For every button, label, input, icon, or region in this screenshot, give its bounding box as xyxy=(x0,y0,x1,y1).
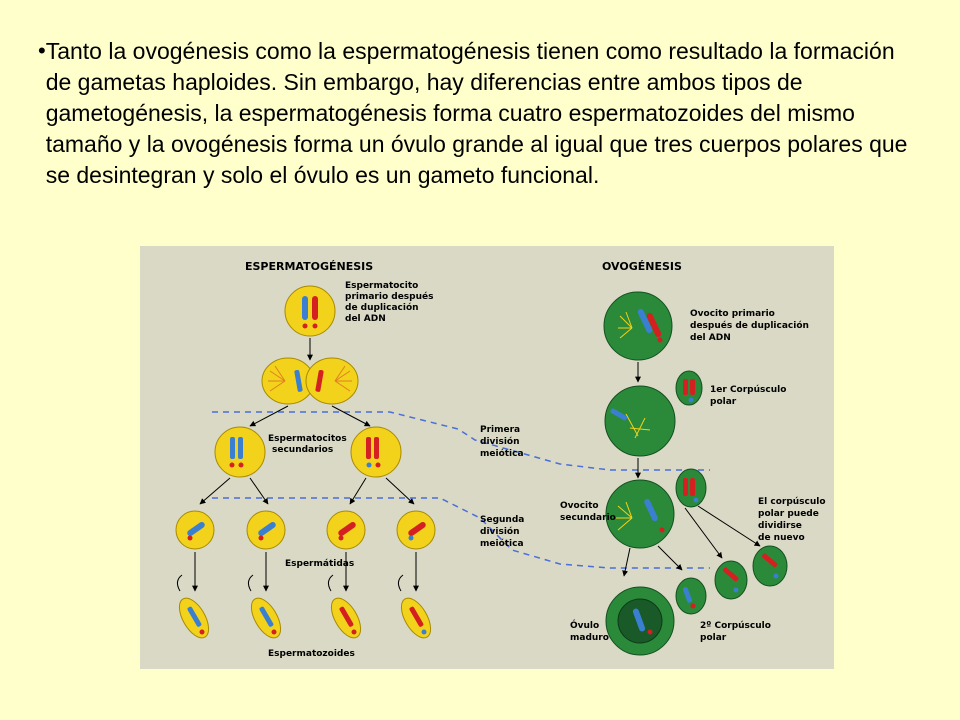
mature-ovum-label: Óvulo maduro xyxy=(570,619,609,643)
first-polar-body-stage xyxy=(604,370,703,457)
spermatid-4 xyxy=(396,510,436,550)
spermatogenesis-title: ESPERMATOGÉNESIS xyxy=(245,260,373,273)
secondary-oocyte-label: Ovocito secundario xyxy=(560,501,616,523)
spermatid-1 xyxy=(175,510,215,550)
spermatozoon-3 xyxy=(327,574,362,639)
secondary-spermatocyte-left xyxy=(214,426,266,478)
spermatids-label: Espermátidas xyxy=(285,559,354,569)
secondary-oocyte xyxy=(605,468,707,549)
bullet-item: • Tanto la ovogénesis como la espermatog… xyxy=(38,36,918,191)
spermatozoon-4 xyxy=(397,574,432,639)
first-polar-body-label: 1er Corpúsculo polar xyxy=(710,385,790,407)
bullet-paragraph: Tanto la ovogénesis como la espermatogén… xyxy=(45,38,908,188)
polar-body-b xyxy=(752,545,788,587)
bullet-marker: • xyxy=(38,38,46,63)
dividing-spermatocyte xyxy=(261,357,359,405)
spermatid-3 xyxy=(326,510,366,550)
spermatozoon-1 xyxy=(176,574,210,639)
primary-oocyte-label: Ovocito primario después de duplicación … xyxy=(690,309,812,343)
oogenesis-title: OVOGÉNESIS xyxy=(602,260,682,273)
second-division-line xyxy=(212,497,710,569)
first-division-line xyxy=(212,411,710,471)
second-polar-body-label: 2º Corpúsculo polar xyxy=(700,621,774,643)
second-polar-body xyxy=(675,577,707,615)
spermatozoa-label: Espermatozoides xyxy=(268,649,355,659)
primary-spermatocyte-label: Espermatocito primario después de duplic… xyxy=(345,281,437,324)
mature-ovum xyxy=(605,586,675,656)
primary-oocyte xyxy=(603,291,673,361)
polar-body-a xyxy=(714,560,748,600)
primary-spermatocyte xyxy=(284,285,336,337)
second-division-label: Segunda división meiótica xyxy=(480,515,528,549)
spermatozoon-2 xyxy=(247,574,282,639)
diagram-svg: ESPERMATOGÉNESIS OVOGÉNESIS Espermatocit… xyxy=(175,260,829,659)
secondary-spermatocytes-label: Espermatocitos secundarios xyxy=(268,434,350,455)
secondary-spermatocyte-right xyxy=(350,426,402,478)
first-division-label: Primera división meiótica xyxy=(480,425,524,459)
gametogenesis-diagram: ESPERMATOGÉNESIS OVOGÉNESIS Espermatocit… xyxy=(140,246,834,669)
polar-body-divide-label: El corpúsculo polar puede dividirse de n… xyxy=(758,497,829,543)
spermatid-2 xyxy=(246,510,286,550)
